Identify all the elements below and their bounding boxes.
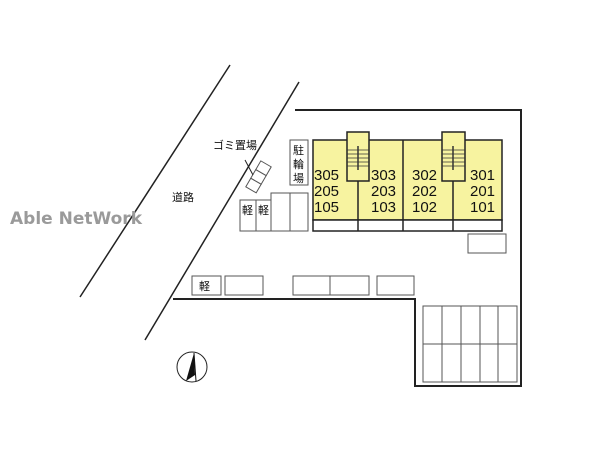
unit-number: 101 xyxy=(470,199,495,216)
north-arrow-icon xyxy=(176,351,208,383)
road-label: 道路 xyxy=(172,190,194,204)
unit-number: 103 xyxy=(371,199,396,216)
kei-car-label: 軽 xyxy=(199,280,210,293)
unit-column-1: 305 205 105 xyxy=(314,167,339,216)
garbage-area-label: ゴミ置場 xyxy=(213,138,257,152)
apartment-building xyxy=(312,139,503,232)
kei-car-label: 軽 xyxy=(258,204,269,217)
kei-car-label: 軽 xyxy=(242,204,253,217)
staircase-right xyxy=(441,131,466,182)
parking-lot-grid xyxy=(422,305,518,383)
garbage-area xyxy=(245,160,272,194)
property-boundary xyxy=(173,109,522,387)
road-edge-inner xyxy=(144,81,300,341)
svg-text:輪: 輪 xyxy=(293,157,304,171)
unit-column-4: 301 201 101 xyxy=(470,167,495,216)
unit-number: 201 xyxy=(470,183,495,200)
road-edge-outer xyxy=(79,64,231,298)
unit-number: 205 xyxy=(314,183,339,200)
parking-spaces-upper: 軽 軽 xyxy=(239,192,309,232)
unit-number: 305 xyxy=(314,167,339,184)
unit-number: 301 xyxy=(470,167,495,184)
unit-column-3: 302 202 102 xyxy=(412,167,437,216)
svg-text:場: 場 xyxy=(293,172,304,185)
unit-column-2: 303 203 103 xyxy=(371,167,396,216)
unit-number: 303 xyxy=(371,167,396,184)
unit-number: 102 xyxy=(412,199,437,216)
unit-number: 203 xyxy=(371,183,396,200)
parking-spaces-lower: 軽 xyxy=(191,275,415,296)
watermark: Able NetWork xyxy=(10,209,143,229)
unit-number: 105 xyxy=(314,199,339,216)
staircase-left xyxy=(346,131,370,182)
svg-text:駐: 駐 xyxy=(293,143,304,157)
unit-number: 302 xyxy=(412,167,437,184)
unit-number: 202 xyxy=(412,183,437,200)
bicycle-parking: 駐 輪 場 xyxy=(289,139,309,186)
parking-space xyxy=(467,233,507,254)
